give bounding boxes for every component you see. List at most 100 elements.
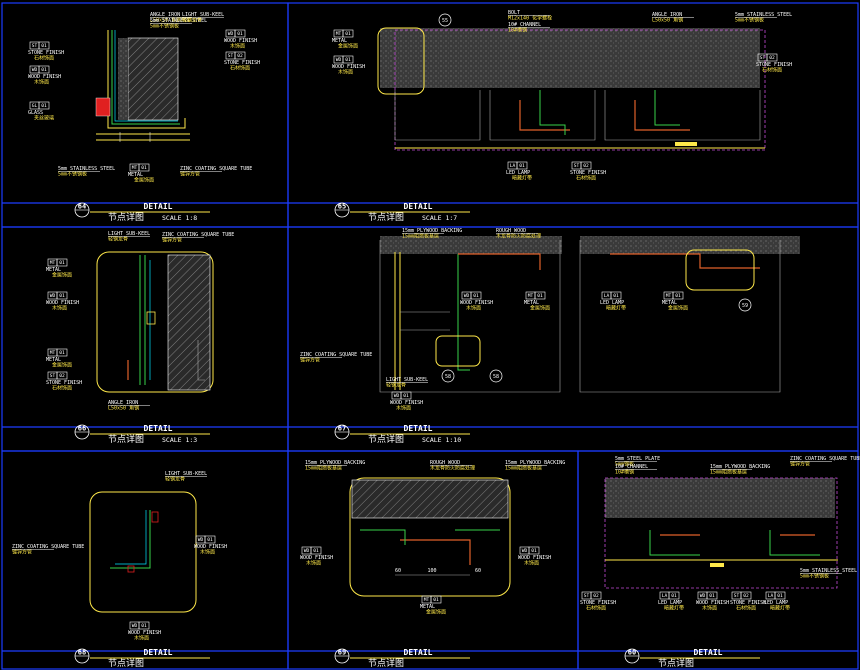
material-tag-number: 01 [709, 593, 715, 599]
material-tag-code: WD [522, 548, 528, 554]
material-tag-name-cn: 木饰面 [306, 560, 321, 567]
material-tag-name-cn: 暗藏灯带 [606, 305, 626, 312]
material-tag-number-box [56, 258, 68, 267]
material-tag-name-cn: 暗藏灯带 [770, 605, 790, 612]
material-tag-number-box [204, 535, 216, 544]
note-label: 5mm STAINLESS STEEL [735, 12, 792, 18]
note-label-cn: 5mm不锈钢板 [735, 17, 764, 24]
note-label: 15mm PLYWOOD BACKING [710, 464, 770, 470]
material-tag-name: STONE FINISH [46, 380, 82, 386]
material-tag-code: WD [198, 537, 204, 543]
material-tag-name: WOOD FINISH [518, 555, 551, 561]
note-label: ROUGH WOOD [496, 228, 526, 234]
material-tag-name-cn: 木饰面 [702, 605, 717, 612]
material-tag-number-box [38, 41, 50, 50]
material-tag-number: 01 [671, 593, 677, 599]
note-label: 5mm STEEL PLATE [615, 456, 660, 462]
material-tag-name: METAL [128, 172, 143, 178]
note-label: ZINC COATING SQUARE TUBE [162, 232, 234, 238]
material-tag-number: 01 [237, 31, 243, 37]
panel-67 [379, 236, 800, 393]
material-tag-code: WD [132, 623, 138, 629]
panel-66 [96, 251, 214, 393]
material-tag-number-box [342, 55, 354, 64]
material-tag-name: WOOD FINISH [128, 630, 161, 636]
detail-scale: SCALE 1:3 [162, 436, 197, 444]
material-tag-number: 01 [531, 548, 537, 554]
material-tag-code: MT [50, 350, 56, 356]
material-tag-number: 01 [59, 260, 65, 266]
material-tag-name: STONE FINISH [570, 170, 606, 176]
detail-title-cn: 节点详图 [658, 657, 694, 669]
note-label: LIGHT SUB-KEEL [165, 471, 207, 477]
material-tag-number-box [668, 591, 680, 600]
material-tag-number-box [234, 29, 246, 38]
note-label-cn: M12x140 化学螺栓 [508, 15, 552, 22]
material-tag-code: MT [528, 293, 534, 299]
note-label-cn: 10#槽钢 [508, 27, 527, 34]
note-label-cn: L50x50 角钢固定 [150, 17, 191, 24]
note-label: 5mm STAINLESS STEEL [150, 18, 207, 24]
material-tag-code: ST [584, 593, 590, 599]
note-label: LIGHT SUB-KEEL [182, 12, 224, 18]
material-tag-code: LA [510, 163, 516, 169]
material-tag-name-cn: 石材饰面 [34, 55, 54, 62]
material-tag-name: METAL [662, 300, 677, 306]
detail-number: 68 [78, 649, 86, 657]
material-tag-number: 01 [537, 293, 543, 299]
material-tag-number-box [138, 621, 150, 630]
material-tag-number-box [740, 591, 752, 600]
material-tag-code: WD [228, 31, 234, 37]
material-tag-name-cn: 金属饰面 [668, 305, 688, 312]
detail-number: 65 [338, 203, 346, 211]
material-tag-number-box [766, 53, 778, 62]
note-label: ZINC COATING SQUARE TUBE [180, 166, 252, 172]
material-tag-code: WD [394, 393, 400, 399]
note-label-cn: 15mm阻燃板基层 [402, 233, 439, 240]
material-tag-code: ST [32, 43, 38, 49]
material-tag-number: 01 [675, 293, 681, 299]
material-tag-code: WD [50, 293, 56, 299]
panel-60 [604, 477, 838, 589]
material-tag-name: LED LAMP [658, 600, 682, 606]
material-tag-number: 02 [769, 55, 775, 61]
material-tag-number: 01 [59, 293, 65, 299]
material-tag-number: 01 [345, 31, 351, 37]
dimension-value: 60 [475, 568, 481, 574]
note-label-cn: 镀锌方管 [790, 461, 810, 468]
material-tag-name: WOOD FINISH [194, 544, 227, 550]
material-tag-name: STONE FINISH [28, 50, 64, 56]
dimension-value: 100 [427, 568, 436, 574]
note-label-cn: 镀锌方管 [180, 171, 200, 178]
detail-title: DETAIL [694, 648, 723, 657]
note-label: ROUGH WOOD [430, 460, 460, 466]
callout-number: 59 [742, 303, 748, 309]
material-tag-name: WOOD FINISH [390, 400, 423, 406]
material-tag-name: WOOD FINISH [46, 300, 79, 306]
material-tag-name-cn: 石材饰面 [52, 385, 72, 392]
detail-title: DETAIL [144, 424, 173, 433]
detail-title: DETAIL [404, 648, 433, 657]
note-label: 15mm PLYWOOD BACKING [505, 460, 565, 466]
material-tag-name: WOOD FINISH [28, 74, 61, 80]
material-tag-name: WOOD FINISH [696, 600, 729, 606]
material-tag-number: 01 [433, 597, 439, 603]
note-label-cn: L50x50 角钢 [652, 17, 683, 24]
material-tag-number: 02 [583, 163, 589, 169]
note-label: BOLT [508, 10, 520, 16]
material-tag-name-cn: 石材饰面 [576, 175, 596, 182]
note-label-cn: L50x50 角钢 [108, 405, 139, 412]
material-tag-number: 01 [41, 67, 47, 73]
detail-title-cn: 节点详图 [368, 433, 404, 445]
material-tag-name: LED LAMP [600, 300, 624, 306]
material-tag-name: WOOD FINISH [460, 300, 493, 306]
material-tag-name: WOOD FINISH [332, 64, 365, 70]
material-tag-number-box [400, 391, 412, 400]
material-tag-number-box [56, 291, 68, 300]
material-tag-code: WD [464, 293, 470, 299]
detail-title: DETAIL [144, 648, 173, 657]
material-tag-name-cn: 木饰面 [52, 305, 67, 312]
material-tag-number: 02 [743, 593, 749, 599]
